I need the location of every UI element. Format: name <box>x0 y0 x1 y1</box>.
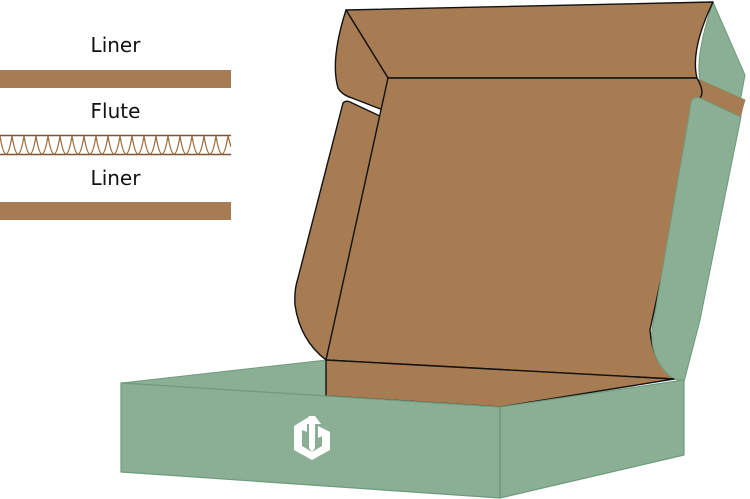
liner-top-label: Liner <box>90 33 141 57</box>
lid-tuck-flap <box>345 1 714 79</box>
flute-wave <box>0 134 231 156</box>
liner-bottom-bar <box>0 202 231 220</box>
lid-right-flap-front <box>651 97 742 383</box>
lid-left-dust-flap-upper <box>334 9 389 111</box>
lid-inner-panel <box>325 77 703 380</box>
flute-label: Flute <box>90 99 141 123</box>
lid-left-dust-flap-lower <box>294 100 383 361</box>
liner-top-bar <box>0 70 231 88</box>
liner-bottom-label: Liner <box>90 166 141 190</box>
right-flap-slot <box>696 78 745 117</box>
hexagon-arrow-logo-icon <box>294 416 330 460</box>
